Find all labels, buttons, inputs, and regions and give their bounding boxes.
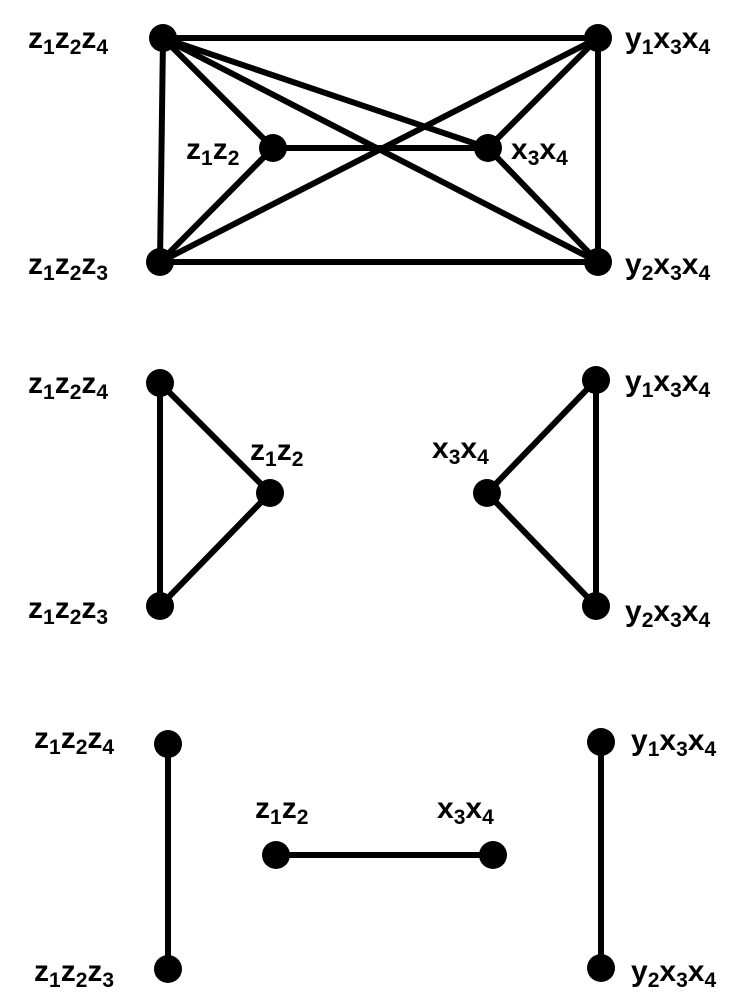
node-label-c: z1z2 [250,434,303,471]
node-f [587,954,615,982]
edge-f-d [484,490,599,609]
node-d [479,841,507,869]
edge-a-e [157,35,166,265]
edge-e-c [157,145,276,265]
node-label-d: x3x4 [432,432,489,469]
node-c [262,841,290,869]
node-e [146,248,174,276]
node-a [149,24,177,52]
node-label-b: y1x3x4 [631,724,716,761]
node-b [584,24,612,52]
node-label-f: y2x3x4 [631,955,716,992]
edge-f-d [485,145,601,265]
node-label-e: z1z2z3 [28,248,108,285]
node-label-f: y2x3x4 [625,248,710,285]
edge-b-d [484,377,599,496]
edge-a-c [157,380,273,496]
node-f [582,592,610,620]
node-d [474,134,502,162]
edge-a-c [160,35,276,151]
node-label-d: x3x4 [511,133,568,170]
node-label-c: z1z2 [186,133,239,170]
node-c [259,134,287,162]
node-b [582,366,610,394]
node-b [587,728,615,756]
node-label-c: z1z2 [255,792,308,829]
node-label-e: z1z2z3 [34,955,114,992]
diagram-2: z1z2z4 y1x3x4 z1z2 x3x4 z1z2z3 y2x3x4 [28,365,710,632]
node-e [154,955,182,983]
node-f [584,248,612,276]
node-a [154,730,182,758]
node-label-a: z1z2z4 [28,22,108,59]
node-label-a: z1z2z4 [28,367,108,404]
node-label-f: y2x3x4 [625,595,710,632]
node-a [146,369,174,397]
node-label-b: y1x3x4 [625,365,710,402]
node-label-d: x3x4 [437,792,494,829]
diagram-3: z1z2z4 y1x3x4 z1z2 x3x4 z1z2z3 y2x3x4 [34,722,716,992]
edge-e-c [157,490,273,609]
diagram-1: z1z2z4 y1x3x4 z1z2 x3x4 z1z2z3 y2x3x4 [28,22,710,285]
edge-a-d [160,35,491,151]
node-label-e: z1z2z3 [28,592,108,629]
node-d [473,479,501,507]
node-e [146,592,174,620]
node-label-b: y1x3x4 [625,22,710,59]
node-c [256,479,284,507]
edge-b-d [485,35,601,151]
node-label-a: z1z2z4 [34,722,114,759]
